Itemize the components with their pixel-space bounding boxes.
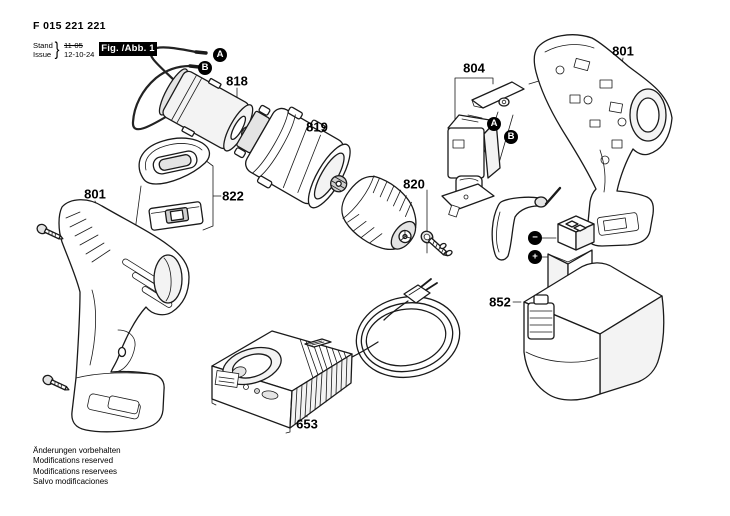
- marker-b-switch-icon: B: [504, 130, 518, 144]
- marker-minus-terminal-icon: −: [528, 231, 542, 245]
- power-cord-drawing: [351, 278, 461, 379]
- charger-drawing: [211, 330, 353, 434]
- marker-b-wire-icon: B: [198, 61, 212, 75]
- issue-label: Issue: [33, 50, 52, 59]
- housing-right-drawing: [533, 34, 673, 247]
- part-label-822-cover-set: 822: [222, 188, 244, 204]
- gearbox-drawing: [233, 104, 351, 209]
- footer-disclaimer: Änderungen vorbehalten Modifications res…: [33, 446, 121, 487]
- footer-line-en: Modifications reserved: [33, 456, 114, 466]
- marker-plus-terminal-icon: +: [528, 250, 542, 264]
- part-label-801-housing-right: 801: [612, 43, 634, 59]
- footer-line-fr: Modifications reservees: [33, 466, 118, 476]
- revision-values: 11-05 12-10-24: [64, 41, 94, 59]
- footer-line-de: Änderungen vorbehalten: [33, 446, 121, 455]
- part-label-653-charger: 653: [296, 416, 318, 432]
- part-label-819-gearbox: 819: [306, 119, 328, 135]
- chuck-drawing: [341, 175, 449, 257]
- trigger-lever-drawing: [491, 186, 562, 261]
- issue-value: 12-10-24: [64, 50, 95, 59]
- part-label-801-housing-left: 801: [84, 186, 106, 202]
- housing-screw-top: [36, 223, 64, 240]
- figure-label-badge: Fig. /Abb. 1: [99, 42, 157, 56]
- cover-set-drawing: [138, 137, 211, 231]
- switch-drawing: [439, 81, 525, 257]
- part-label-820-chuck: 820: [403, 176, 425, 192]
- housing-screw-bottom: [42, 374, 70, 391]
- stand-value: 11-05: [64, 41, 83, 50]
- document-part-number: F 015 221 221: [33, 20, 106, 32]
- part-label-852-battery: 852: [489, 294, 511, 310]
- marker-a-wire-icon: A: [213, 48, 227, 62]
- stand-label: Stand: [33, 41, 53, 50]
- footer-line-es: Salvo modificaciones: [33, 476, 109, 486]
- revision-block: Stand Issue: [33, 41, 53, 59]
- chuck-screw: [420, 230, 449, 257]
- marker-a-switch-icon: A: [487, 117, 501, 131]
- housing-left-drawing: [36, 199, 190, 433]
- revision-brace: }: [54, 39, 60, 59]
- part-label-804-switch: 804: [463, 60, 485, 76]
- part-label-818-motor: 818: [226, 73, 248, 89]
- battery-drawing: [523, 215, 665, 401]
